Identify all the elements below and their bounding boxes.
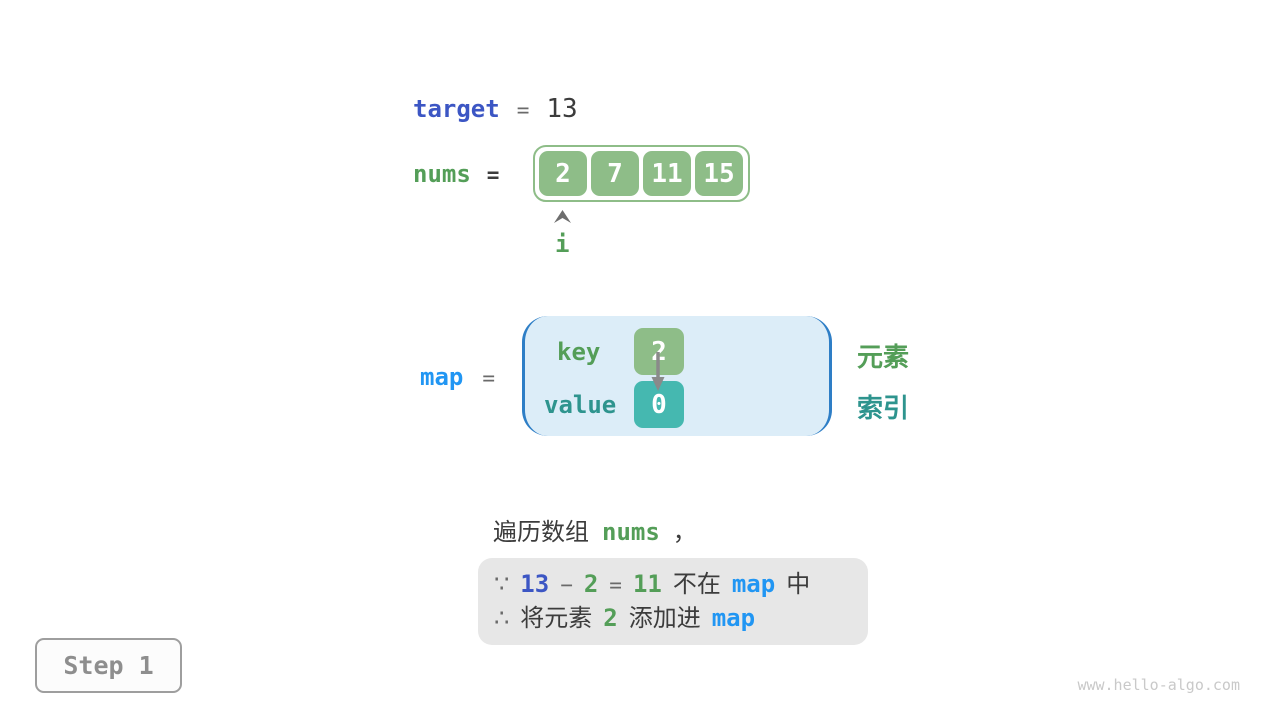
therefore-symbol: ∴	[494, 604, 510, 632]
target-value: 13	[546, 94, 578, 124]
note-add-prefix: 将元素	[520, 604, 593, 632]
key-to-value-arrow-icon	[651, 352, 665, 391]
index-pointer-caret-icon	[554, 210, 571, 223]
step-label: Step 1	[63, 651, 154, 680]
legend-index-label: 索引	[857, 394, 910, 424]
nums-label: nums	[413, 160, 471, 188]
caption-text: 遍历数组	[493, 518, 589, 546]
target-expression: target = 13	[413, 94, 578, 124]
note-line-1: ∵ 13 − 2 = 11 不在 map 中	[494, 567, 852, 601]
note-not-in-text: 不在	[672, 570, 721, 598]
because-symbol: ∵	[494, 570, 510, 598]
array-cell-2: 11	[643, 151, 691, 196]
target-equals: =	[516, 98, 530, 122]
map-value-cell: 0	[634, 381, 684, 428]
array-cell-0: 2	[539, 151, 587, 196]
index-pointer-label: i	[555, 230, 570, 258]
map-key-label: key	[557, 338, 601, 366]
note-add-action: 添加进	[628, 604, 701, 632]
nums-array: 2 7 11 15	[533, 145, 750, 202]
note-in-suffix: 中	[786, 570, 811, 598]
caption-comma: ，	[672, 518, 697, 546]
map-equals: =	[482, 366, 496, 390]
note-minus: −	[560, 573, 573, 597]
map-label: map	[420, 363, 464, 391]
note-line-2: ∴ 将元素 2 添加进 map	[494, 601, 852, 635]
array-cell-3: 15	[695, 151, 743, 196]
step-badge: Step 1	[35, 638, 182, 693]
map-expression: map =	[420, 363, 495, 391]
map-value-label: value	[544, 391, 617, 419]
note-map-token-1: map	[731, 570, 776, 598]
note-target-value: 13	[520, 570, 550, 598]
target-label: target	[413, 95, 500, 123]
caption-line: 遍历数组 nums ，	[493, 512, 697, 547]
nums-equals: =	[486, 163, 500, 187]
note-box: ∵ 13 − 2 = 11 不在 map 中 ∴ 将元素 2 添加进 map	[478, 558, 868, 645]
array-cell-1: 7	[591, 151, 639, 196]
note-elem-value-2: 2	[603, 604, 618, 632]
note-diff-value: 11	[632, 570, 662, 598]
legend-element-label: 元素	[857, 343, 910, 373]
note-equals: =	[609, 573, 622, 597]
note-elem-value: 2	[583, 570, 599, 598]
caption-nums-token: nums	[602, 518, 660, 546]
watermark: www.hello-algo.com	[1077, 676, 1240, 694]
nums-expression: nums =	[413, 160, 499, 188]
note-map-token-2: map	[711, 604, 756, 632]
